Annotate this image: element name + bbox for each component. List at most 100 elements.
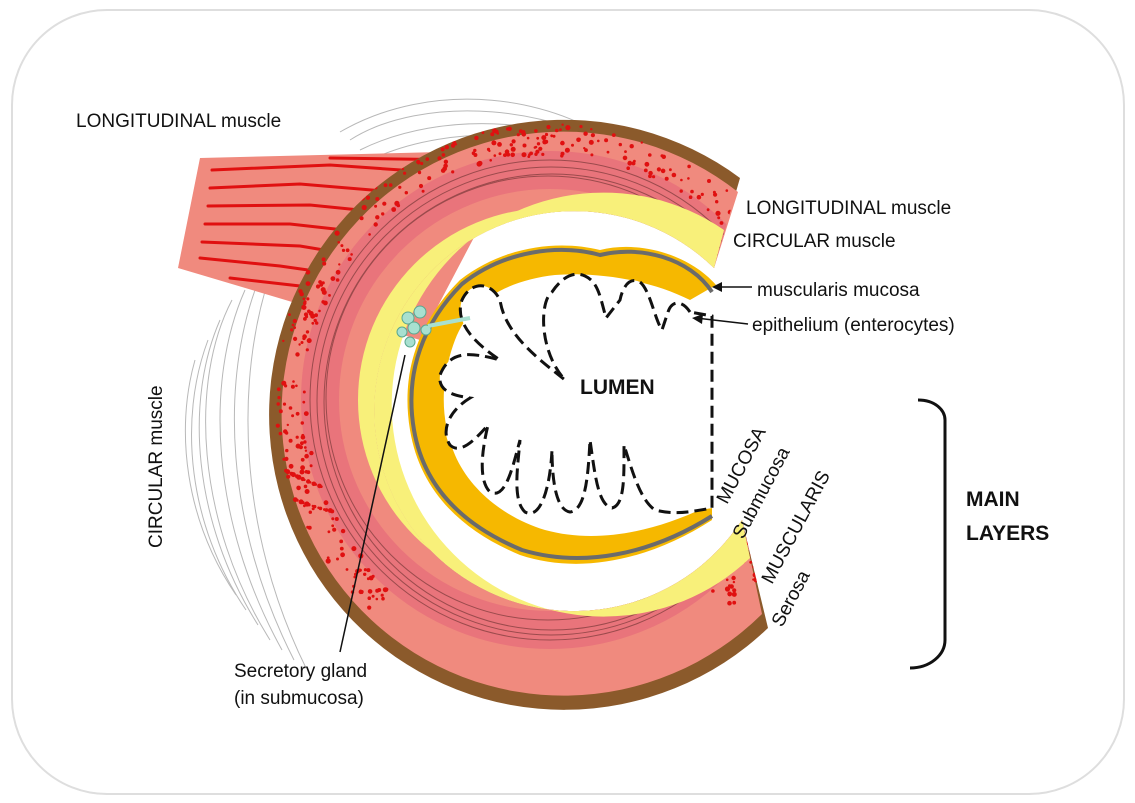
muscle-dot (752, 578, 754, 580)
muscle-dot (553, 135, 556, 138)
muscle-dot (312, 507, 315, 510)
muscle-dot (341, 529, 345, 533)
muscle-dot (713, 193, 717, 197)
muscle-dot (337, 241, 340, 244)
muscle-dot (350, 253, 353, 256)
muscle-dot (657, 167, 661, 171)
muscle-dot (697, 195, 702, 200)
muscle-dot (473, 149, 476, 152)
muscle-dot (282, 340, 284, 342)
muscle-dot (277, 396, 280, 399)
muscle-dot (522, 152, 527, 157)
muscle-dot (537, 142, 540, 145)
muscle-dot (375, 215, 379, 219)
muscle-dot (309, 451, 313, 455)
muscle-dot (644, 169, 648, 173)
muscle-dot (335, 231, 340, 236)
muscle-dot (536, 137, 539, 140)
muscle-dot (306, 330, 309, 333)
muscle-dot (511, 139, 515, 143)
muscle-dot (728, 594, 731, 597)
muscle-dot (292, 380, 295, 383)
muscle-dot (306, 297, 309, 300)
muscle-dot (382, 202, 386, 206)
muscle-dot (422, 190, 425, 193)
muscle-dot (648, 174, 652, 178)
muscle-dot (381, 597, 385, 601)
muscle-dot (405, 191, 408, 194)
muscle-dot (282, 458, 285, 461)
muscle-dot (604, 138, 608, 142)
muscle-dot (366, 196, 370, 200)
muscle-dot (309, 511, 312, 514)
muscle-dot (506, 127, 509, 130)
muscle-dot (494, 130, 498, 134)
muscle-dot (340, 244, 343, 247)
muscle-dot (306, 526, 309, 529)
muscle-dot (324, 500, 329, 505)
muscle-dot (517, 133, 520, 136)
muscle-dot (363, 573, 366, 576)
muscle-dot (426, 157, 430, 161)
muscle-dot (488, 150, 490, 152)
muscle-dot (305, 450, 307, 452)
muscle-dot (287, 424, 289, 426)
muscle-dot (331, 276, 336, 281)
muscle-dot (302, 298, 305, 301)
muscle-dot (727, 601, 732, 606)
muscle-dot (510, 143, 513, 146)
muscle-dot (732, 601, 736, 605)
muscle-dot (669, 168, 672, 171)
muscle-dot (715, 211, 720, 216)
muscle-dot (665, 177, 669, 181)
muscle-dot (494, 154, 497, 157)
muscle-dot (306, 348, 309, 351)
muscle-dot (306, 281, 311, 286)
muscle-dot (482, 131, 485, 134)
muscle-dot (290, 328, 293, 331)
muscle-dot (627, 161, 632, 166)
muscle-dot (367, 606, 371, 610)
muscle-dot (318, 280, 322, 284)
muscle-dot (291, 414, 294, 417)
muscle-dot (302, 401, 305, 404)
muscle-dot (535, 150, 539, 154)
muscle-dot (403, 172, 406, 175)
muscle-dot (419, 184, 423, 188)
muscle-dot (346, 248, 350, 252)
muscle-dot (687, 165, 691, 169)
muscle-dot (291, 385, 295, 389)
muscle-dot (304, 454, 309, 459)
muscle-dot (300, 441, 304, 445)
muscle-dot (565, 148, 570, 153)
muscle-dot (374, 205, 377, 208)
muscle-dot (300, 470, 305, 475)
muscle-dot (725, 586, 730, 591)
label-lumen: LUMEN (580, 376, 655, 399)
muscle-dot (285, 449, 288, 452)
muscle-dot (314, 319, 317, 322)
muscle-dot (689, 195, 693, 199)
muscle-dot (372, 595, 375, 598)
muscle-dot (511, 147, 516, 152)
muscle-dot (733, 581, 735, 583)
muscle-dot (301, 305, 306, 310)
label-secretory-gland: Secretory gland (234, 661, 367, 682)
label-circular-muscle: CIRCULAR muscle (733, 231, 896, 252)
muscle-dot (445, 145, 449, 149)
muscle-dot (499, 152, 502, 155)
muscle-dot (286, 475, 290, 479)
muscle-dot (340, 547, 344, 551)
muscle-dot (309, 311, 314, 316)
muscle-dot (521, 131, 524, 134)
muscle-dot (584, 148, 588, 152)
muscle-dot (304, 300, 307, 303)
muscle-dot (381, 594, 384, 597)
muscle-dot (336, 270, 341, 275)
muscle-dot (366, 568, 370, 572)
muscle-dot (394, 201, 399, 206)
muscle-dot (328, 508, 333, 513)
muscle-dot (312, 482, 317, 487)
muscle-dot (321, 300, 325, 304)
muscle-dot (369, 576, 374, 581)
